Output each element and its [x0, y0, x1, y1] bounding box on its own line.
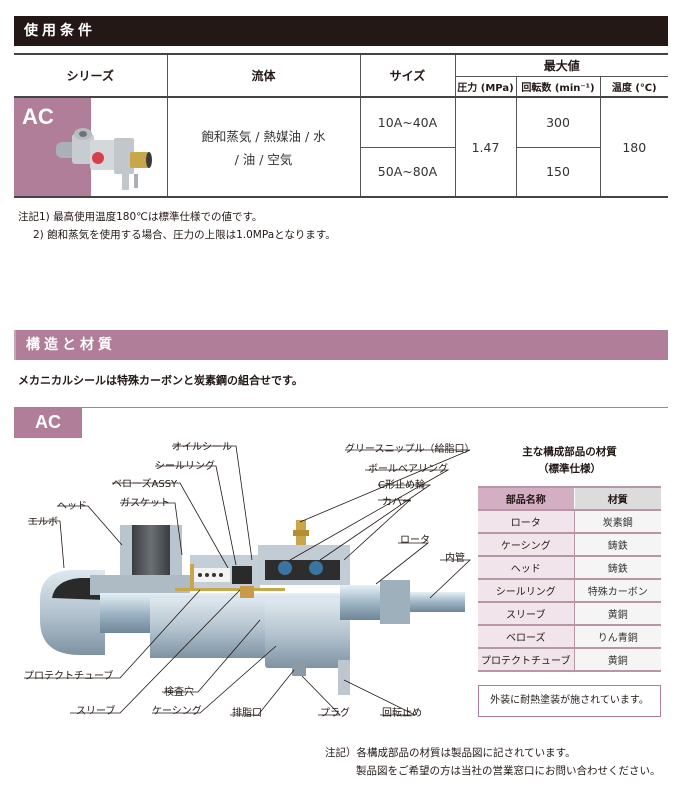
materials-title: 主な構成部品の材質 （標準仕様）: [478, 444, 661, 478]
structure-note-1: 注記）各構成部品の材質は製品図に記されています。: [325, 747, 576, 759]
header-series: シリーズ: [14, 53, 168, 98]
table-row: ベローズりん青銅: [478, 625, 661, 649]
tab-divider: [82, 407, 668, 408]
structure-notes: 注記）各構成部品の材質は製品図に記されています。 製品図をご希望の方は当社の営業…: [325, 744, 661, 780]
part-material: 黄銅: [574, 648, 661, 672]
size-small: 10A~40A: [359, 97, 456, 147]
pressure-value: 1.47: [454, 97, 517, 198]
note-2: 2) 飽和蒸気を使用する場合、圧力の上限は1.0MPaとなります。: [33, 229, 336, 241]
rpm-large: 150: [515, 146, 600, 198]
header-part-name: 部品名称: [478, 486, 575, 511]
callout-casing: ケーシング: [152, 706, 202, 717]
callout-plug: プラグ: [320, 708, 350, 719]
callout-c-ring: C形止め輪: [378, 480, 425, 491]
coating-note: 外装に耐熱塗装が施されています。: [478, 685, 661, 717]
materials-title-line-2: （標準仕様）: [538, 463, 601, 475]
callout-elbow: エルボ: [28, 517, 58, 528]
fluid-line-1: 飽和蒸気 / 熱媒油 / 水: [201, 129, 326, 144]
rpm-small: 300: [515, 97, 601, 147]
callout-protect-tube: プロテクトチューブ: [24, 671, 114, 682]
series-label: AC: [22, 104, 54, 129]
part-material: 鋳鉄: [574, 556, 661, 580]
callout-gasket: ガスケット: [120, 498, 170, 509]
materials-table: 部品名称 材質 ロータ炭素鋼 ケーシング鋳鉄 ヘッド鋳鉄 シールリング特殊カーボ…: [478, 486, 661, 672]
series-tab-ac: AC: [14, 407, 82, 438]
conditions-notes: 注記1) 最高使用温度180℃は標準仕様での値です。 2) 飽和蒸気を使用する場…: [18, 208, 336, 244]
callout-inspection-hole: 検査穴: [164, 687, 194, 698]
header-pressure: 圧力 (MPa): [455, 75, 517, 98]
section-title-structure: 構造と材質: [14, 330, 668, 360]
temperature-value: 180: [599, 97, 668, 198]
callout-head: ヘッド: [57, 501, 87, 512]
part-name: プロテクトチューブ: [478, 648, 575, 672]
header-fluid: 流体: [166, 53, 361, 98]
part-name: シールリング: [478, 579, 575, 603]
header-material: 材質: [574, 486, 661, 511]
callout-ball-bearing: ボールベアリング: [368, 464, 448, 475]
part-material: 黄銅: [574, 602, 661, 626]
cutaway-diagram: オイルシール シールリング ベローズASSY ガスケット ヘッド エルボ グリー…: [0, 438, 480, 738]
callout-cover: カバー: [382, 497, 412, 508]
materials-title-line-1: 主な構成部品の材質: [522, 446, 617, 458]
table-row: シールリング特殊カーボン: [478, 579, 661, 603]
part-name: ヘッド: [478, 556, 575, 580]
callout-grease-outlet: 排脂口: [232, 708, 262, 719]
callout-sleeve: スリーブ: [76, 706, 116, 717]
conditions-table: シリーズ 流体 サイズ 最大値 圧力 (MPa) 回転数 (min⁻¹) 温度 …: [14, 53, 668, 198]
part-name: スリーブ: [478, 602, 575, 626]
part-name: ケーシング: [478, 533, 575, 557]
rotary-joint-cutaway-icon: [24, 445, 472, 716]
series-cell: AC: [14, 97, 168, 198]
callout-seal-ring: シールリング: [155, 461, 215, 472]
header-max-value: 最大値: [454, 53, 668, 76]
table-row: スリーブ黄銅: [478, 602, 661, 626]
note-1: 注記1) 最高使用温度180℃は標準仕様での値です。: [18, 211, 263, 223]
size-large: 50A~80A: [360, 146, 456, 198]
callout-oil-seal: オイルシール: [172, 442, 232, 453]
header-temperature: 温度 (℃): [599, 75, 668, 98]
callout-rotor: ロータ: [400, 535, 430, 546]
part-material: りん青銅: [574, 625, 661, 649]
part-material: 特殊カーボン: [574, 579, 661, 603]
table-row: ケーシング鋳鉄: [478, 533, 661, 557]
table-row: ロータ炭素鋼: [478, 510, 661, 534]
structure-note-2: 製品図をご希望の方は当社の営業窓口にお問い合わせください。: [356, 765, 661, 777]
table-row: ヘッド鋳鉄: [478, 556, 661, 580]
part-name: ロータ: [478, 510, 575, 534]
callout-inner-pipe: 内管: [445, 553, 465, 564]
part-material: 鋳鉄: [574, 533, 661, 557]
rotary-joint-photo-icon: [56, 128, 152, 190]
callout-anti-rotation: 回転止め: [382, 708, 422, 719]
structure-intro: メカニカルシールは特殊カーボンと炭素鋼の組合せです。: [18, 374, 303, 387]
header-rpm: 回転数 (min⁻¹): [515, 75, 601, 98]
header-size: サイズ: [359, 53, 456, 98]
callout-grease-nipple: グリースニップル（給脂口）: [345, 444, 475, 455]
part-name: ベローズ: [478, 625, 575, 649]
section-title-conditions: 使用条件: [14, 16, 668, 46]
fluid-line-2: / 油 / 空気: [234, 152, 293, 167]
callout-bellows-assy: ベローズASSY: [112, 479, 178, 490]
fluid-cell: 飽和蒸気 / 熱媒油 / 水 / 油 / 空気: [166, 97, 361, 198]
part-material: 炭素鋼: [574, 510, 661, 534]
table-row: プロテクトチューブ黄銅: [478, 648, 661, 672]
